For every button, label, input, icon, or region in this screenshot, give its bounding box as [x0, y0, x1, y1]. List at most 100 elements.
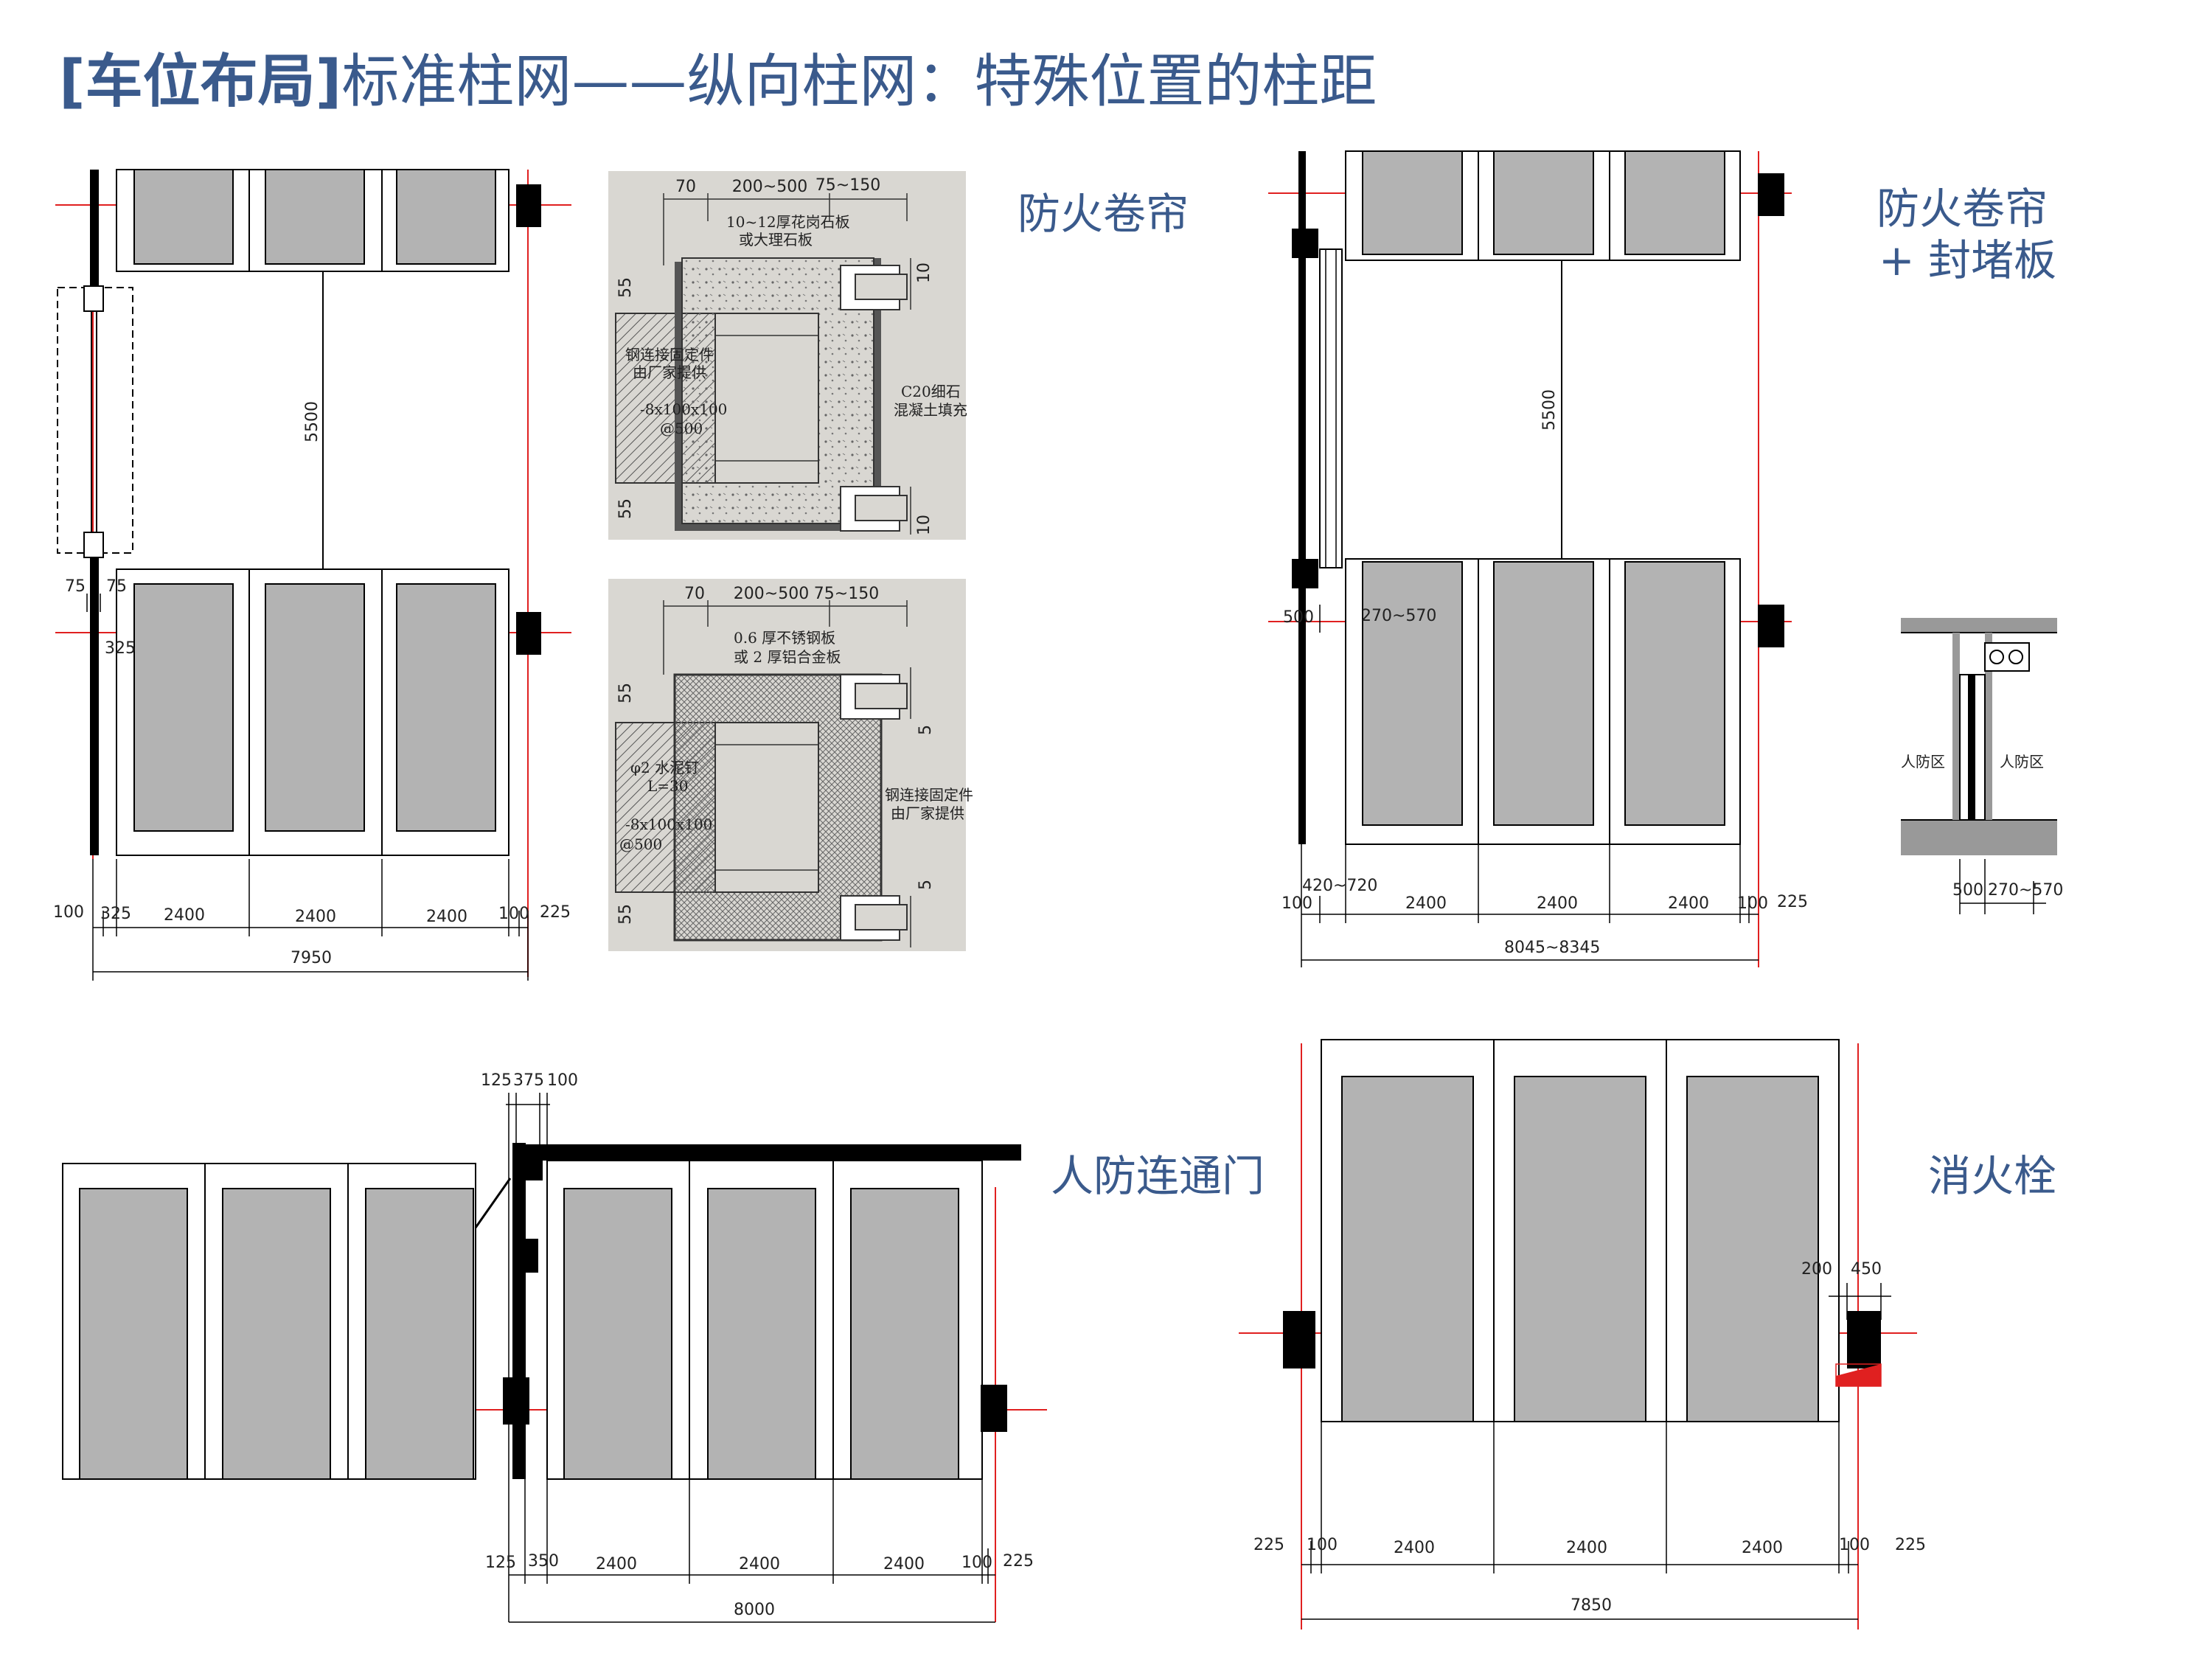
diagram-fire-shutter: 5500 75 75 325 100 325 2400 2400 2400 10… — [53, 169, 571, 981]
shutter-box — [57, 287, 133, 554]
dim-total: 7950 — [291, 949, 332, 967]
detail-stone-cladding: 70 200~500 75~150 10~12厚花岗石板 或大理石板 C20细石… — [608, 171, 967, 540]
dim-2400: 2400 — [295, 908, 336, 926]
parking-stall — [1624, 150, 1725, 255]
detail-note: 钢连接固定件 — [885, 786, 973, 804]
detail-dim-5: 5 — [917, 880, 935, 890]
parking-stall — [1624, 561, 1725, 826]
detail-note: 由厂家提供 — [891, 804, 964, 822]
column — [516, 612, 541, 655]
dim-2400: 2400 — [883, 1555, 925, 1573]
dim-2400: 2400 — [1668, 894, 1709, 913]
dim-total: 8000 — [734, 1601, 775, 1619]
dim-5500: 5500 — [303, 401, 321, 442]
wall — [512, 1143, 526, 1479]
dim-2400: 2400 — [739, 1555, 780, 1573]
detail-note: 或 2 厚铝合金板 — [734, 648, 841, 666]
dim-270-570: 270~570 — [1988, 881, 2063, 900]
dim-2400: 2400 — [426, 908, 467, 926]
dim-325: 325 — [100, 905, 131, 923]
dim-100: 100 — [1839, 1536, 1870, 1554]
diagram-fire-shutter-plug: 5500 500 270~570 100 420~720 2400 2400 2… — [1268, 150, 1808, 967]
page-title: [车位布局]标准柱网——纵向柱网：特殊位置的柱距 — [59, 35, 1377, 118]
parking-stall — [365, 1188, 474, 1480]
detail-dim-55: 55 — [616, 683, 635, 703]
label-civil-defense-door: 人防连通门 — [1051, 1151, 1265, 1201]
dim-500: 500 — [1952, 881, 1983, 900]
dim-2400: 2400 — [1566, 1539, 1607, 1557]
parking-stall — [265, 583, 365, 832]
parking-stall — [1514, 1076, 1646, 1422]
dim-2400: 2400 — [1742, 1539, 1783, 1557]
column — [503, 1377, 529, 1425]
column — [516, 1239, 538, 1273]
dim-100: 100 — [961, 1554, 992, 1572]
dim-2400: 2400 — [164, 906, 205, 925]
dim-2400: 2400 — [1537, 894, 1578, 913]
label-fire-shutter: 防火卷帘 — [1018, 189, 1189, 239]
column — [1292, 229, 1318, 258]
dim-225: 225 — [1777, 893, 1808, 911]
dim-100: 100 — [498, 905, 529, 923]
detail-note: -8x100x100 — [640, 400, 727, 418]
parking-stall — [1493, 561, 1594, 826]
dim-270-570: 270~570 — [1361, 607, 1436, 625]
dim-125: 125 — [485, 1554, 516, 1572]
column — [1758, 173, 1784, 216]
column — [1292, 559, 1318, 588]
detail-dim-55: 55 — [616, 498, 635, 519]
dim-total: 8045~8345 — [1504, 939, 1600, 957]
dim-375: 375 — [513, 1071, 544, 1090]
dim-100: 100 — [547, 1071, 578, 1090]
dim-225: 225 — [1253, 1536, 1284, 1554]
diagram-fire-hydrant: 200 450 225 100 2400 2400 2400 100 225 7… — [1239, 1039, 1926, 1630]
parking-stall — [265, 169, 365, 265]
dim-225: 225 — [1003, 1552, 1034, 1571]
parking-stall — [79, 1188, 188, 1480]
dim-100: 100 — [1307, 1536, 1338, 1554]
title-text: 标准柱网——纵向柱网：特殊位置的柱距 — [341, 49, 1377, 115]
parking-stall — [1686, 1076, 1819, 1422]
dim-125: 125 — [481, 1071, 512, 1090]
title-bracket: [车位布局] — [59, 49, 342, 115]
detail-note: 10~12厚花岗石板 — [726, 213, 850, 231]
column — [1758, 605, 1784, 647]
dim-225: 225 — [540, 903, 571, 922]
detail-note: -8x100x100 — [625, 815, 712, 833]
wall-top — [512, 1144, 1021, 1161]
detail-note: 0.6 厚不锈钢板 — [734, 629, 835, 647]
zone-label: 人防区 — [1901, 753, 1945, 771]
slab — [1901, 618, 2057, 633]
detail-note: φ2 水泥钉 — [630, 759, 699, 776]
detail-note: 钢连接固定件 — [625, 346, 714, 364]
parking-stall — [563, 1188, 672, 1480]
dim-350: 350 — [528, 1552, 559, 1571]
detail-dim-5: 5 — [917, 725, 935, 735]
dim-2400: 2400 — [1394, 1539, 1435, 1557]
dim-100: 100 — [1737, 894, 1768, 913]
detail-dim-55: 55 — [616, 904, 635, 925]
detail-dim-55: 55 — [616, 277, 635, 298]
parking-stall — [1362, 150, 1463, 255]
parking-stall — [1493, 150, 1594, 255]
wall — [90, 557, 99, 855]
column — [981, 1385, 1007, 1432]
diagram-civil-defense-section: 人防区 人防区 500 270~570 — [1901, 618, 2063, 914]
parking-stall — [396, 169, 496, 265]
dim-100: 100 — [1281, 894, 1312, 913]
parking-stall — [222, 1188, 331, 1480]
column — [1847, 1311, 1881, 1368]
parking-stall — [707, 1188, 816, 1480]
dim-2400: 2400 — [596, 1555, 637, 1573]
detail-steel-plate: 70 200~500 75~150 0.6 厚不锈钢板 或 2 厚铝合金板 φ2… — [608, 579, 973, 951]
dim-5500: 5500 — [1540, 389, 1559, 431]
zone-label: 人防区 — [2000, 753, 2044, 771]
detail-dim-200-500: 200~500 — [732, 178, 807, 196]
wall — [90, 170, 99, 288]
dim-420-720: 420~720 — [1302, 877, 1377, 895]
hydrant-marker — [1836, 1364, 1881, 1386]
detail-dim-75-150: 75~150 — [814, 585, 879, 603]
door-leaf — [474, 1178, 512, 1228]
label-fire-hydrant: 消火栓 — [1928, 1151, 2057, 1201]
dim-500: 500 — [1283, 608, 1314, 627]
